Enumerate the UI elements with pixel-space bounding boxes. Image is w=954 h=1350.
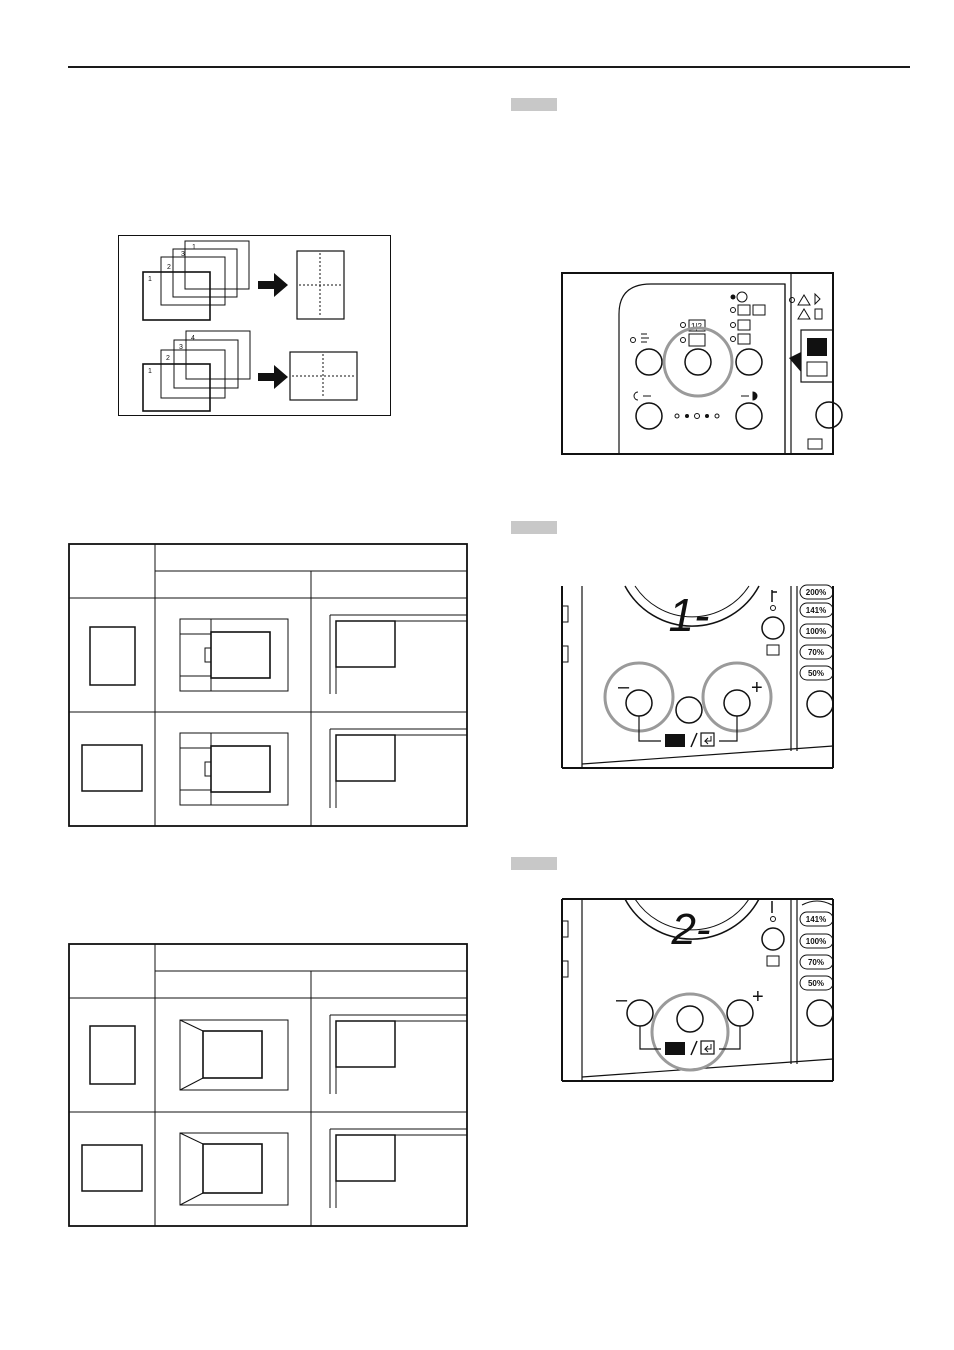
arrow-right-icon <box>258 365 288 389</box>
document-processor-landscape-icon <box>179 732 289 806</box>
minus-key[interactable] <box>626 999 654 1027</box>
svg-text:1: 1 <box>148 276 152 283</box>
copy-count-display: 2- <box>670 905 710 954</box>
plus-label: + <box>752 986 764 1008</box>
highlight-ring <box>662 326 734 398</box>
minus-label: – <box>616 989 628 1011</box>
operation-panel-copy-count-1: 1- – + 200% 141% 100% 70% 50% <box>561 584 834 769</box>
zoom-preset-100[interactable] <box>799 623 834 639</box>
svg-text:50%: 50% <box>808 669 824 678</box>
svg-text:100%: 100% <box>806 937 826 946</box>
platen-landscape-icon <box>329 728 467 808</box>
svg-text:1: 1 <box>148 368 152 375</box>
zoom-key[interactable] <box>806 999 834 1027</box>
portrait-original-icon <box>89 1025 136 1085</box>
zoom-preset-50[interactable] <box>799 665 834 681</box>
svg-text:141%: 141% <box>806 606 826 615</box>
combine-key[interactable] <box>684 348 712 376</box>
duplex-label: 1|2 <box>691 322 703 331</box>
orientation-table-2 <box>68 943 468 1227</box>
enter-key[interactable] <box>676 1005 704 1033</box>
platen-cover-portrait-icon <box>179 1019 289 1091</box>
plus-label: + <box>751 677 763 699</box>
clear-key[interactable] <box>675 696 703 724</box>
platen-portrait-icon-2 <box>329 1014 467 1094</box>
combine-mode-illustration: 1 3 2 1 4 3 2 1 <box>118 235 391 416</box>
portrait-original-icon <box>89 626 136 686</box>
arrow-right-icon <box>258 273 288 297</box>
header-rule <box>68 66 910 68</box>
operation-panel-combine: 1|2 <box>561 272 843 455</box>
exposure-lighter-key[interactable] <box>635 402 663 430</box>
interrupt-key[interactable] <box>761 616 785 640</box>
memory-icon <box>665 1042 685 1055</box>
plus-key[interactable] <box>723 689 751 717</box>
zoom-preset-200[interactable] <box>799 584 834 600</box>
zoom-preset-70[interactable] <box>799 954 834 970</box>
svg-text:50%: 50% <box>808 979 824 988</box>
machine-status-diagram <box>789 292 843 450</box>
svg-text:3: 3 <box>181 251 185 258</box>
svg-text:2: 2 <box>166 355 170 362</box>
svg-text:141%: 141% <box>806 915 826 924</box>
zoom-preset-70[interactable] <box>799 644 834 660</box>
enter-icon <box>700 732 715 747</box>
exposure-mode-key[interactable] <box>635 348 663 376</box>
svg-text:100%: 100% <box>806 627 826 636</box>
zoom-preset-141[interactable] <box>799 911 834 927</box>
minus-key[interactable] <box>625 689 653 717</box>
svg-text:1: 1 <box>192 244 196 251</box>
highlight-ring <box>650 992 730 1072</box>
exposure-darker-key[interactable] <box>735 402 763 430</box>
landscape-original-icon <box>81 744 143 792</box>
minus-label: – <box>618 676 630 698</box>
landscape-originals-stack: 4 3 2 1 <box>142 330 251 412</box>
step-marker-2 <box>511 521 557 534</box>
zoom-preset-100[interactable] <box>799 933 834 949</box>
platen-portrait-icon <box>329 614 467 694</box>
platen-landscape-icon-2 <box>329 1128 467 1208</box>
portrait-originals-stack: 1 3 2 1 <box>142 240 250 321</box>
svg-text:70%: 70% <box>808 958 824 967</box>
landscape-original-icon <box>81 1144 143 1192</box>
copy-count-display: 1- <box>669 589 710 641</box>
svg-text:70%: 70% <box>808 648 824 657</box>
combined-landscape-copy <box>289 351 358 401</box>
orientation-table-1 <box>68 543 468 827</box>
copy-mode-key[interactable] <box>735 348 763 376</box>
plus-key[interactable] <box>726 999 754 1027</box>
platen-cover-landscape-icon <box>179 1132 289 1206</box>
document-processor-portrait-icon <box>179 618 289 692</box>
svg-text:2: 2 <box>167 264 171 271</box>
svg-text:200%: 200% <box>806 588 826 597</box>
zoom-preset-50[interactable] <box>799 975 834 991</box>
step-marker-1 <box>511 98 557 111</box>
enter-icon <box>700 1040 715 1055</box>
memory-icon <box>665 734 685 747</box>
operation-panel-copy-count-2: 2- – + 141% 100% 70% 50% <box>561 898 834 1082</box>
zoom-preset-141[interactable] <box>799 602 834 618</box>
combined-portrait-copy <box>296 250 345 320</box>
step-marker-3 <box>511 857 557 870</box>
svg-text:3: 3 <box>179 344 183 351</box>
svg-text:4: 4 <box>191 335 195 342</box>
zoom-key[interactable] <box>806 690 834 718</box>
interrupt-key[interactable] <box>761 927 785 951</box>
